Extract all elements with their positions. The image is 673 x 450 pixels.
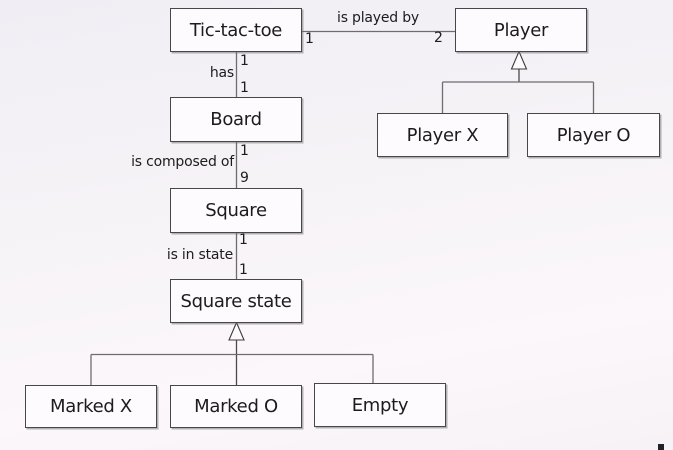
multiplicity-composed-of-source: 1 <box>240 143 249 159</box>
multiplicity-in-state-target: 1 <box>239 262 248 278</box>
class-box-player: Player <box>455 8 587 52</box>
multiplicity-has-source: 1 <box>240 53 249 69</box>
class-box-board: Board <box>170 97 302 142</box>
class-box-marked-o: Marked O <box>170 385 302 428</box>
class-box-empty: Empty <box>314 383 446 427</box>
slide-corner-mark <box>658 444 664 450</box>
multiplicity-played-by-target: 2 <box>434 30 443 46</box>
generalization-state-triangle-icon <box>228 321 245 341</box>
class-box-marked-x: Marked X <box>25 385 157 428</box>
generalization-player-triangle-icon <box>510 50 528 70</box>
class-box-player-x: Player X <box>377 113 508 157</box>
association-label-in-state: is in state <box>166 247 233 263</box>
association-label-played-by: is played by <box>337 10 419 26</box>
association-label-composed-of: is composed of <box>131 154 234 170</box>
class-box-tictactoe: Tic-tac-toe <box>170 8 302 52</box>
class-box-player-o: Player O <box>527 113 660 157</box>
multiplicity-in-state-source: 1 <box>239 232 248 248</box>
class-box-square-state: Square state <box>170 279 302 323</box>
multiplicity-composed-of-target: 9 <box>240 170 249 186</box>
multiplicity-has-target: 1 <box>240 80 249 96</box>
multiplicity-played-by-source: 1 <box>305 31 314 47</box>
association-label-has: has <box>209 65 234 81</box>
class-box-square: Square <box>170 188 302 233</box>
